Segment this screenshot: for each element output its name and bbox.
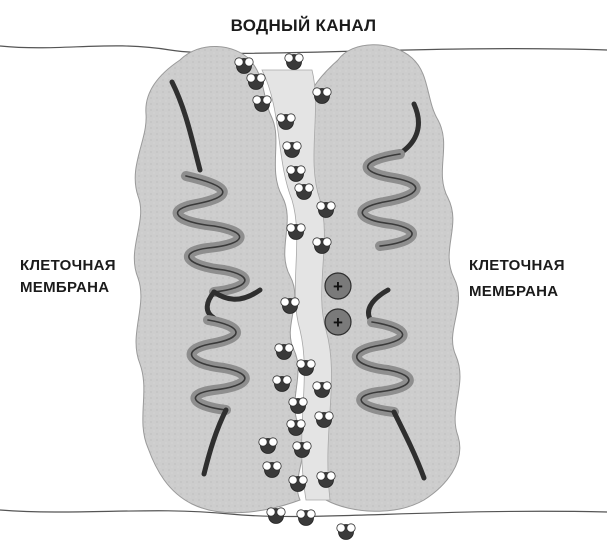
positive-charge-icon: +	[325, 273, 351, 299]
water-channel-title: ВОДНЫЙ КАНАЛ	[0, 16, 607, 35]
right-membrane-label-line1: КЛЕТОЧНАЯ	[469, 256, 565, 275]
water-molecule-icon	[297, 510, 315, 526]
water-molecule-icon	[267, 508, 285, 524]
charge-symbol: +	[333, 313, 343, 332]
water-molecule-icon	[285, 54, 303, 70]
right-membrane-label-line2: МЕМБРАНА	[469, 282, 558, 301]
positive-charge-icon: +	[325, 309, 351, 335]
left-membrane-label-line2: МЕМБРАНА	[20, 278, 109, 297]
membrane-top-line	[0, 46, 607, 54]
water-molecule-icon	[337, 524, 355, 540]
left-membrane-label-line1: КЛЕТОЧНАЯ	[20, 256, 116, 275]
charge-symbol: +	[333, 277, 343, 296]
